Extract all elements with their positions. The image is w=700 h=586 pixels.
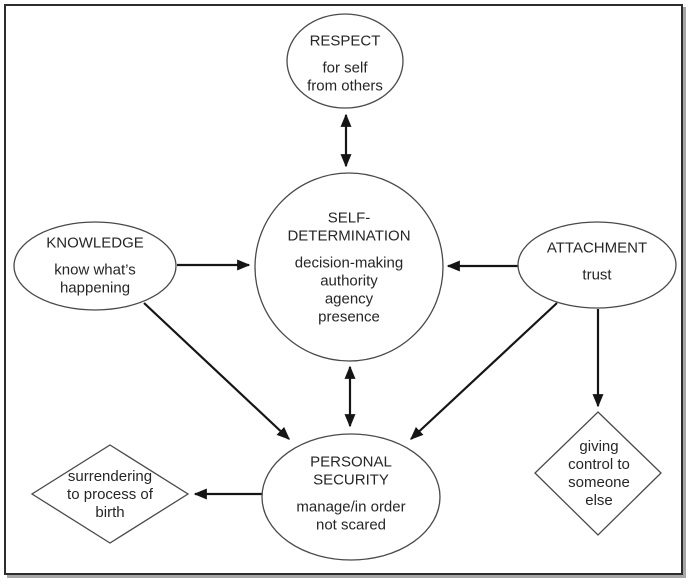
- knowledge-label: KNOWLEDGE know what’s happening: [46, 235, 144, 298]
- arrow-attachment-personalsecurity: [410, 302, 558, 440]
- attachment-title: ATTACHMENT: [546, 239, 648, 257]
- giving-control-line: giving: [579, 438, 619, 455]
- knowledge-line: know what’s: [54, 261, 136, 279]
- personal-security-line: not scared: [315, 516, 387, 534]
- respect-line: from others: [307, 77, 383, 95]
- attachment-ellipse: [517, 221, 677, 309]
- surrendering-line: surrendering: [67, 468, 153, 485]
- arrow-knowledge-personalsecurity: [143, 302, 290, 440]
- knowledge-line: happening: [59, 279, 131, 297]
- personal-security-line: manage/in order: [296, 498, 406, 516]
- surrendering-diamond: [30, 444, 190, 544]
- self-determination-line: agency: [324, 290, 374, 308]
- knowledge-title: KNOWLEDGE: [46, 234, 144, 252]
- attachment-label: ATTACHMENT trust: [547, 240, 647, 285]
- giving-control-line: control to: [568, 456, 630, 473]
- self-determination-label: SELF- DETERMINATION decision-making auth…: [287, 210, 410, 327]
- respect-line: for self: [322, 59, 368, 77]
- giving-control-line: someone: [568, 474, 630, 491]
- attachment-line: trust: [582, 266, 612, 284]
- surrendering-line: birth: [95, 504, 125, 521]
- self-determination-line: authority: [320, 272, 378, 290]
- personal-security-title: SECURITY: [313, 471, 389, 489]
- giving-control-diamond: [534, 411, 662, 536]
- respect-ellipse: [286, 13, 404, 109]
- personal-security-title: PERSONAL: [310, 453, 392, 471]
- giving-control-line: else: [585, 492, 613, 509]
- respect-label: RESPECT for self from others: [307, 33, 383, 96]
- self-determination-title: SELF-: [327, 209, 371, 227]
- personal-security-ellipse: [261, 433, 441, 561]
- self-determination-line: decision-making: [294, 254, 404, 272]
- figure-frame: [4, 4, 683, 575]
- knowledge-ellipse: [13, 221, 177, 311]
- surrendering-label: surrendering to process of birth: [67, 468, 153, 522]
- personal-security-label: PERSONAL SECURITY manage/in order not sc…: [296, 454, 405, 535]
- self-determination-circle: [254, 172, 444, 362]
- self-determination-title: DETERMINATION: [287, 227, 411, 245]
- respect-title: RESPECT: [309, 32, 381, 50]
- self-determination-line: presence: [318, 308, 380, 326]
- giving-control-label: giving control to someone else: [568, 438, 630, 510]
- surrendering-line: to process of: [67, 486, 153, 503]
